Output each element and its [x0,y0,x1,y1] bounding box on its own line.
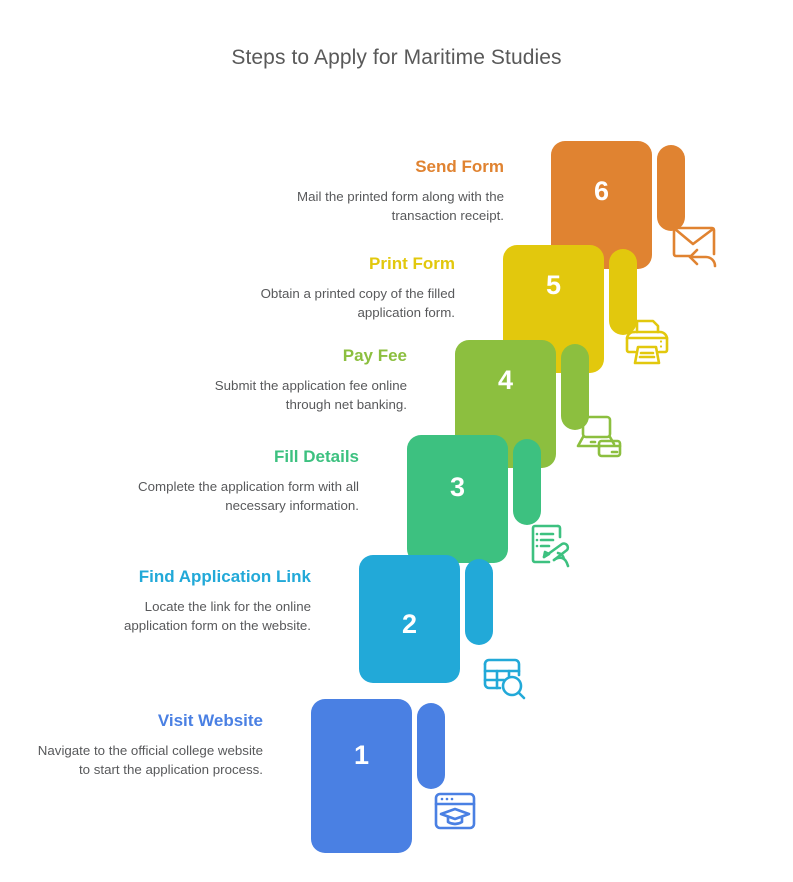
table-search-icon [477,650,529,702]
step-3-text: Fill Details Complete the application fo… [129,446,359,516]
step-4-text: Pay Fee Submit the application fee onlin… [177,345,407,415]
step-5-description: Obtain a printed copy of the filled appl… [260,286,455,321]
envelope-send-icon [669,217,721,269]
step-4-heading: Pay Fee [342,346,407,365]
form-hand-writing-icon [525,518,577,570]
step-1-heading: Visit Website [157,711,263,730]
step-6-card-tab [657,145,685,231]
step-1-text: Visit Website Navigate to the official c… [33,710,263,780]
step-1-description: Navigate to the official college website… [37,743,263,778]
step-3-card-body [407,435,508,563]
step-6-text: Send Form Mail the printed form along wi… [274,156,504,226]
step-5-card-tab [609,249,637,335]
step-2-description: Locate the link for the online applicati… [123,599,311,634]
step-6-heading: Send Form [415,157,504,176]
step-6-description: Mail the printed form along with the tra… [297,189,504,224]
step-5-text: Print Form Obtain a printed copy of the … [225,253,455,323]
step-4-card-tab [561,344,589,430]
printer-icon [621,316,673,368]
step-2-number: 2 [401,609,418,639]
step-1-number: 1 [353,740,370,770]
laptop-credit-card-icon [573,410,625,462]
step-3-heading: Fill Details [273,447,359,466]
step-2-card-body [359,555,460,683]
browser-graduation-cap-icon [429,785,481,837]
step-2-heading: Find Application Link [138,567,311,586]
step-3-description: Complete the application form with all n… [138,479,359,514]
step-6-number: 6 [593,176,610,206]
step-4-number: 4 [497,365,514,395]
step-1-card-tab [417,703,445,789]
step-3-card-tab [513,439,541,525]
step-5-heading: Print Form [369,254,455,273]
page-title: Steps to Apply for Maritime Studies [231,46,562,69]
step-2-text: Find Application Link Locate the link fo… [81,566,311,636]
step-3-number: 3 [449,472,466,502]
step-1-card-body [311,699,412,853]
step-2-card-tab [465,559,493,645]
step-4-description: Submit the application fee online throug… [214,378,407,413]
step-5-number: 5 [545,270,562,300]
